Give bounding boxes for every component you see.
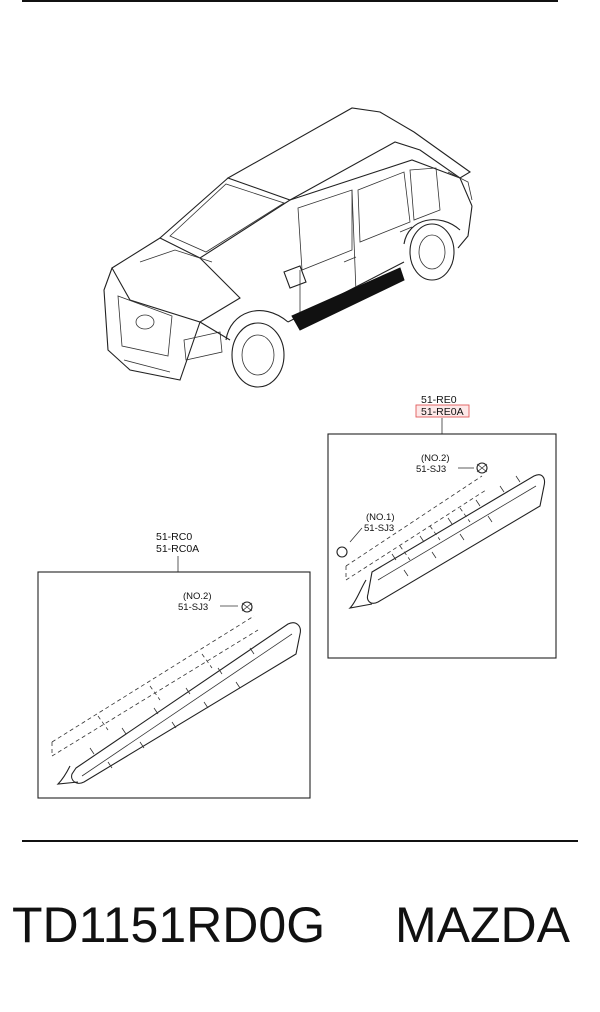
clip-note: (NO.2)	[183, 591, 212, 602]
callout-code-1: 51-RC0	[156, 531, 192, 543]
callout-code-2: 51-RC0A	[156, 543, 199, 555]
vehicle-illustration	[103, 107, 473, 388]
clip-note: (NO.1)	[366, 512, 395, 523]
top-rule	[22, 0, 558, 2]
clip-note: (NO.2)	[421, 453, 450, 464]
part-number: TD1151RD0G	[12, 897, 326, 953]
highlight-box	[415, 404, 470, 418]
assembly-frame	[327, 433, 557, 659]
brand-name: MAZDA	[395, 897, 570, 953]
parts-diagram: 51-RE0 51-RE0A (NO.2) 51-SJ3 (NO.1) 51-S…	[37, 107, 557, 799]
clip-code: 51-SJ3	[364, 523, 394, 534]
bottom-rule	[22, 840, 578, 842]
callout-code-2: 51-RE0A	[421, 406, 464, 418]
left-side-garnish-assembly: 51-RC0 51-RC0A (NO.2) 51-SJ3	[37, 531, 311, 799]
assembly-frame	[37, 571, 311, 799]
callout-code-1: 51-RE0	[421, 394, 457, 406]
clip-code: 51-SJ3	[416, 464, 446, 475]
clip-code: 51-SJ3	[178, 602, 208, 613]
right-side-garnish-assembly: 51-RE0 51-RE0A (NO.2) 51-SJ3 (NO.1) 51-S…	[327, 394, 557, 659]
